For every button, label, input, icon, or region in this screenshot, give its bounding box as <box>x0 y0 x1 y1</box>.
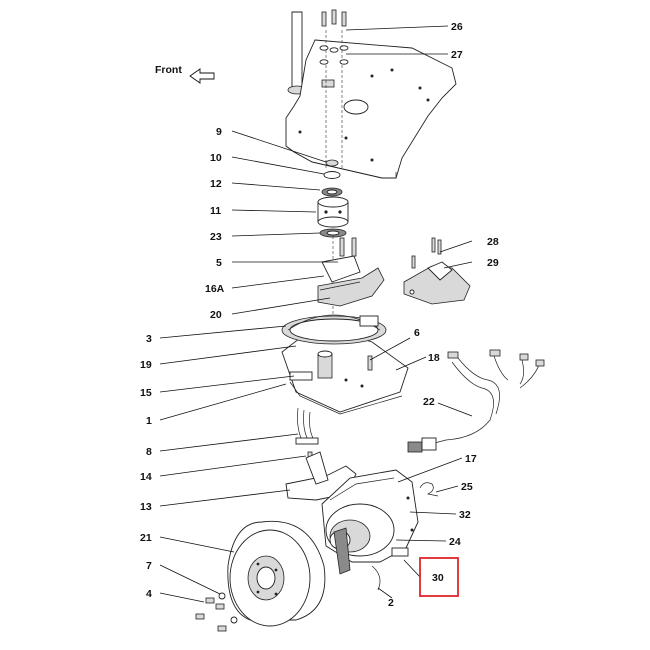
motor-housing <box>321 469 419 591</box>
highlight-box-30 <box>419 557 459 597</box>
callout-18[interactable]: 18 <box>428 352 440 364</box>
clip-part <box>419 482 439 497</box>
wheel-nuts <box>195 592 238 632</box>
callout-28[interactable]: 28 <box>487 236 499 248</box>
callout-19[interactable]: 19 <box>140 359 152 371</box>
callout-27[interactable]: 27 <box>451 49 463 61</box>
callout-8[interactable]: 8 <box>146 446 152 458</box>
bearing-stack <box>317 159 349 340</box>
callout-21[interactable]: 21 <box>140 532 152 544</box>
callout-23[interactable]: 23 <box>210 231 222 243</box>
callout-26[interactable]: 26 <box>451 21 463 33</box>
callout-4[interactable]: 4 <box>146 588 152 600</box>
callout-7[interactable]: 7 <box>146 560 152 572</box>
wiring-bundle <box>295 407 319 461</box>
callout-labels: 26 27 9 10 12 11 23 28 29 5 16A 20 3 6 1… <box>140 21 499 609</box>
leader-lines <box>159 25 473 603</box>
gear-segment-assembly <box>317 237 385 307</box>
front-direction-indicator: Front <box>155 64 215 84</box>
sensor-bracket-assembly <box>403 237 471 305</box>
drive-wheel <box>227 520 326 627</box>
callout-5[interactable]: 5 <box>216 257 222 269</box>
ring-gear-and-plate <box>281 314 409 415</box>
callout-14[interactable]: 14 <box>140 471 152 483</box>
front-arrow-icon <box>189 68 215 84</box>
cable-harness <box>407 349 545 453</box>
callout-30[interactable]: 30 <box>432 572 444 584</box>
callout-6[interactable]: 6 <box>414 327 420 339</box>
callout-20[interactable]: 20 <box>210 309 222 321</box>
callout-11[interactable]: 11 <box>210 205 221 217</box>
callout-3[interactable]: 3 <box>146 333 152 345</box>
callout-29[interactable]: 29 <box>487 257 499 269</box>
callout-22[interactable]: 22 <box>423 396 435 408</box>
callout-10[interactable]: 10 <box>210 152 222 164</box>
callout-15[interactable]: 15 <box>140 387 152 399</box>
top-mounting-plate <box>285 30 457 179</box>
callout-1[interactable]: 1 <box>146 415 152 427</box>
callout-16A[interactable]: 16A <box>205 283 225 295</box>
callout-25[interactable]: 25 <box>461 481 473 493</box>
callout-2[interactable]: 2 <box>388 597 394 609</box>
callout-9[interactable]: 9 <box>216 126 222 138</box>
callout-24[interactable]: 24 <box>449 536 461 548</box>
callout-17[interactable]: 17 <box>465 453 477 465</box>
callout-32[interactable]: 32 <box>459 509 471 521</box>
top-bolts <box>319 9 349 65</box>
callout-12[interactable]: 12 <box>210 178 222 190</box>
callout-13[interactable]: 13 <box>140 501 152 513</box>
front-label: Front <box>155 64 182 76</box>
